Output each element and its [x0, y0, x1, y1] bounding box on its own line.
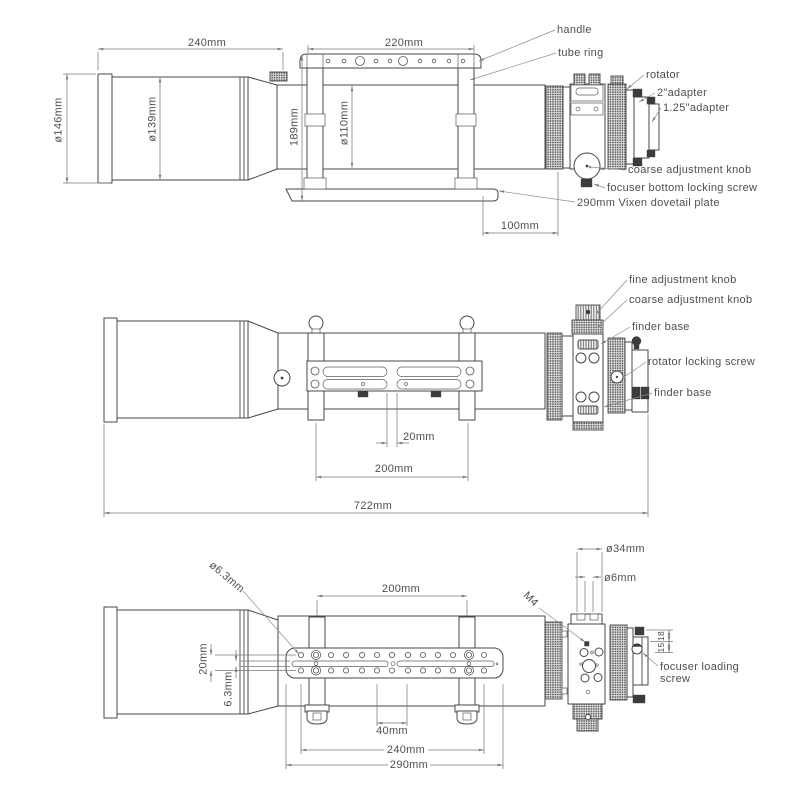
dim-40: 40mm	[376, 725, 408, 737]
label-finder-base-top: finder base	[632, 321, 690, 333]
dovetail-plate-bottom	[285, 647, 504, 679]
side-view: 240mm 220mm ø146mm ø139mm 189mm ø110mm 1…	[53, 24, 757, 236]
rear-cell-knurl	[545, 85, 564, 170]
label-fine-knob: fine adjustment knob	[629, 274, 737, 286]
label-2in-adapter: 2"adapter	[657, 87, 707, 99]
label-rotator: rotator	[646, 69, 680, 81]
dew-shield	[111, 76, 249, 181]
dim-240: 240mm	[188, 37, 226, 49]
focuser-side	[545, 73, 660, 188]
label-finder-base-bottom: finder base	[654, 387, 712, 399]
tube-ring-left	[306, 67, 324, 190]
rear-cell-knurl	[546, 332, 563, 421]
handle-holes	[325, 56, 466, 66]
label-dovetail: 290mm Vixen dovetail plate	[577, 197, 720, 209]
coarse-knob	[571, 319, 604, 335]
finder-shoe	[570, 613, 603, 625]
label-tube-ring: tube ring	[558, 47, 604, 59]
bottom-locking-screw	[580, 178, 593, 188]
dim-6: ø6mm	[604, 572, 636, 584]
dim-200: 200mm	[375, 463, 413, 475]
label-rotator-lock: rotator locking screw	[648, 356, 755, 368]
tube-taper	[247, 76, 278, 181]
dim-139: ø139mm	[147, 96, 159, 141]
handle-plate-side	[306, 360, 483, 392]
plate-holes	[291, 650, 499, 676]
bottom-view: 200mm ø34mm ø6mm M4 ø6.3mm 20mm 6.3mm 18…	[103, 543, 739, 771]
side-view-labels: handle tube ring rotator 2"adapter 1.25"…	[469, 24, 757, 209]
m4-screw	[584, 641, 590, 647]
focuser-opposite	[546, 304, 650, 431]
dew-shield-cap	[97, 73, 113, 184]
dew-shield-knob	[269, 71, 288, 82]
dew-shield	[116, 320, 249, 419]
dim-m4: M4	[521, 589, 541, 609]
opposite-dimensions: 20mm 200mm 722mm	[103, 393, 649, 517]
ring-foot-left	[306, 710, 328, 725]
label-125-adapter: 1.25"adapter	[663, 102, 729, 114]
dew-shield-cap	[103, 317, 118, 423]
dim-34: ø34mm	[606, 543, 645, 555]
dim-15: 15	[656, 642, 666, 652]
tube-taper	[247, 320, 279, 419]
dim-189: 189mm	[289, 108, 301, 146]
side-view-telescope	[97, 53, 660, 202]
handle-plate-slots	[310, 366, 475, 398]
dim-100: 100mm	[501, 220, 539, 232]
bottom-telescope	[103, 606, 649, 732]
center-screw	[582, 659, 596, 673]
adapter	[631, 349, 649, 413]
label-handle: handle	[557, 24, 592, 36]
dew-shield-cap	[103, 606, 118, 719]
label-focuser-lock: focuser bottom locking screw	[607, 182, 757, 194]
focuser-bottom	[544, 613, 649, 732]
ring-thumbscrew-right	[459, 315, 475, 331]
finder-base-top	[577, 339, 599, 350]
one-25-adapter	[648, 103, 660, 151]
ring-foot-right	[456, 710, 478, 725]
side-view-dimensions: 240mm 220mm ø146mm ø139mm 189mm ø110mm 1…	[53, 37, 559, 236]
dim-63-hole: ø6.3mm	[207, 559, 247, 595]
label-coarse-knob: coarse adjustment knob	[628, 164, 751, 176]
rotator-ring	[607, 83, 627, 170]
dim-722: 722mm	[354, 500, 392, 512]
label-loading-screw-1: focuser loading	[660, 661, 739, 673]
dim-20: 20mm	[403, 431, 435, 443]
two-inch-adapter	[633, 96, 650, 159]
finder-base-bottom	[577, 405, 599, 415]
dim-240b: 240mm	[387, 744, 425, 756]
opposite-labels: fine adjustment knob coarse adjustment k…	[596, 274, 755, 408]
tube-ring-right	[457, 67, 475, 190]
dim-290: 290mm	[390, 759, 428, 771]
rotator-ring	[609, 624, 628, 701]
vixen-dovetail-plate	[285, 188, 499, 202]
dim-200b: 200mm	[382, 583, 420, 595]
dim-63-slot: 6.3mm	[223, 671, 235, 706]
dew-shield	[116, 609, 249, 715]
label-coarse-knob: coarse adjustment knob	[629, 294, 752, 306]
dim-18: 18	[656, 631, 666, 641]
dim-110: ø110mm	[339, 101, 351, 145]
label-loading-screw-2: screw	[660, 673, 690, 685]
opposite-side-view: 20mm 200mm 722mm fine adjustment knob co…	[103, 274, 755, 517]
dim-20-rows: 20mm	[198, 643, 210, 675]
opposite-telescope	[103, 304, 650, 431]
dim-220: 220mm	[385, 37, 423, 49]
dim-146: ø146mm	[53, 97, 65, 142]
fine-knob-bottom	[576, 718, 599, 732]
rear-cell-knurl	[544, 621, 563, 700]
ring-thumbscrew-left	[308, 315, 324, 331]
bottom-labels: focuser loading screw	[642, 652, 739, 685]
